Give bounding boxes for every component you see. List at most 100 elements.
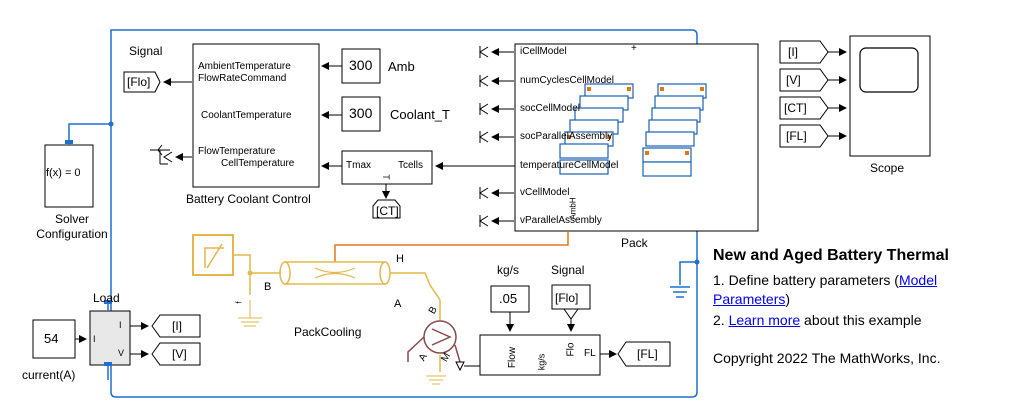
port-cell-temperature: CellTemperature — [221, 158, 295, 169]
pack-outport-arrows — [479, 46, 514, 227]
battery-coolant-control-block[interactable] — [192, 43, 320, 188]
load-block[interactable] — [89, 300, 131, 380]
port-flo: Flo — [565, 342, 577, 357]
thermal-reference-left — [238, 300, 262, 327]
scope-block[interactable] — [849, 35, 931, 157]
cooling-pipe-block[interactable] — [279, 261, 391, 285]
const-amb-block[interactable] — [341, 48, 381, 84]
signal-label: Signal — [129, 44, 163, 58]
annotation-line1-suffix: ) — [785, 291, 791, 307]
fluid-junctions — [247, 270, 253, 276]
learn-more-link[interactable]: Learn more — [728, 312, 801, 328]
pump-block[interactable] — [407, 320, 465, 372]
port-coolant-temperature: CoolantTemperature — [201, 110, 292, 121]
const-coolant-block[interactable] — [341, 96, 381, 132]
annotation-line1b: Parameters) — [713, 290, 790, 308]
flow-const-value: .05 — [499, 291, 518, 306]
port-t: T — [380, 174, 391, 180]
v-goto-tag[interactable] — [151, 342, 201, 366]
solver-fx-label: f(x) = 0 — [46, 167, 81, 179]
current-const-block[interactable] — [32, 319, 76, 359]
port-tcells: Tcells — [398, 160, 424, 171]
port-num-cycles-cell-model: numCyclesCellModel — [520, 75, 614, 86]
port-tmax: Tmax — [346, 160, 371, 171]
port-soc-parallel-assembly: socParallelAssembly — [520, 131, 613, 142]
ct-tag-label: [CT] — [376, 204, 399, 218]
model-parameters-link-b[interactable]: Parameters — [713, 291, 786, 307]
annotation-line2: 2. Learn more about this example — [713, 311, 922, 329]
thermal-reference-pump — [426, 375, 446, 385]
solver-configuration-label: Solver Configuration — [36, 212, 108, 241]
flo-goto-tag[interactable] — [123, 71, 161, 93]
battery-coolant-control-label: Battery Coolant Control — [186, 192, 311, 206]
port-v-cell-model: vCellModel — [520, 187, 570, 198]
from-fl-tag — [779, 124, 829, 148]
flow-const-block[interactable] — [490, 285, 530, 313]
fl-goto-tag[interactable] — [617, 341, 671, 367]
annotation-line2-prefix: 2. — [713, 312, 729, 328]
current-label: current(A) — [22, 368, 76, 382]
kgs-label: kg/s — [497, 263, 520, 277]
copyright-text: Copyright 2022 The MathWorks, Inc. — [713, 350, 941, 366]
solver-configuration-block[interactable] — [44, 144, 94, 208]
amb-label: Amb — [388, 59, 415, 74]
port-pipe-h: H — [396, 253, 404, 265]
reservoir-block[interactable] — [192, 234, 234, 276]
i-goto-tag[interactable] — [151, 314, 201, 338]
port-plus: + — [631, 43, 637, 54]
port-i-cell-model: iCellModel — [520, 46, 567, 57]
pack-modules-icon — [559, 83, 707, 177]
flo-from-label: [Flo] — [555, 291, 579, 305]
from-ct-tag — [779, 96, 829, 120]
from-ct-label: [CT] — [784, 101, 807, 115]
port-flow-unit: kg/s — [536, 353, 547, 371]
port-flow-temperature: FlowTemperature — [198, 146, 276, 157]
port-v-parallel-assembly: vParallelAssembly — [520, 215, 602, 226]
from-v-label: [V] — [786, 73, 801, 87]
model-parameters-link-a[interactable]: Model — [898, 272, 938, 288]
port-fl-out: FL — [584, 348, 596, 359]
annotation-line2-suffix: about this example — [800, 312, 922, 328]
flow-controller-block[interactable] — [479, 334, 601, 376]
pack-cooling-label: PackCooling — [294, 325, 362, 339]
solver-connection — [65, 121, 114, 145]
from-i-tag — [779, 40, 829, 64]
port-ambient-temperature: AmbientTemperature — [198, 61, 291, 72]
port-pipe-a: A — [394, 298, 402, 310]
const-coolant-value: 300 — [349, 105, 373, 121]
port-pipe-b: B — [264, 281, 272, 293]
ct-goto-tag[interactable] — [372, 199, 401, 219]
load-label: Load — [93, 291, 120, 305]
tmax-tcells-block[interactable] — [341, 150, 433, 185]
flow-temperature-inport-arrow — [150, 144, 192, 165]
v-tag-label: [V] — [172, 347, 187, 361]
current-value: 54 — [44, 331, 59, 346]
pack-label: Pack — [621, 236, 648, 250]
signal-2-label: Signal — [551, 263, 585, 277]
port-load-v: V — [118, 348, 125, 358]
port-load-i-out: I — [119, 320, 122, 330]
port-f-small: f — [234, 301, 244, 304]
coolant-t-label: Coolant_T — [390, 107, 450, 122]
from-fl-label: [FL] — [786, 129, 807, 143]
flo-from-tag[interactable] — [551, 284, 591, 310]
from-v-tag — [779, 68, 829, 92]
annotation-title: New and Aged Battery Thermal — [713, 247, 949, 264]
annotation-line1: 1. Define battery parameters (Model — [713, 271, 937, 289]
flo-tag-label: [Flo] — [127, 75, 151, 89]
pack-module-terminals — [567, 87, 704, 155]
electrical-ground — [670, 259, 700, 298]
scope-lines — [828, 48, 847, 140]
port-ambient: AmbH — [568, 197, 578, 220]
port-load-i-in: I — [93, 334, 96, 344]
scope-label: Scope — [870, 161, 905, 175]
port-flow-in: Flow — [507, 346, 519, 369]
pack-subsystem-border — [110, 29, 698, 398]
port-soc-cell-model: socCellModel — [520, 103, 581, 114]
fluid-lines — [233, 254, 441, 372]
from-i-label: [I] — [788, 45, 799, 59]
fl-tag-label: [FL] — [637, 347, 658, 361]
pack-block[interactable] — [514, 43, 759, 232]
